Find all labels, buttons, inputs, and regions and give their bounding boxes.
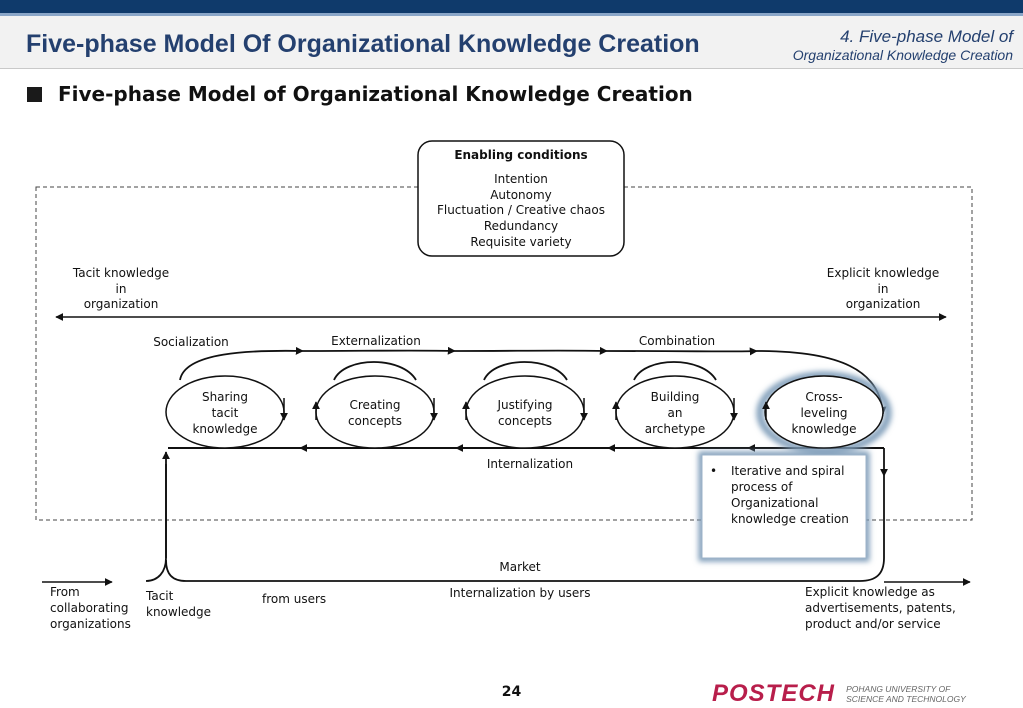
internalization-by-users-label: Internalization by users (450, 586, 591, 600)
slide-header (0, 16, 1023, 69)
market-curve-left (165, 559, 187, 582)
square-bullet-icon (27, 87, 42, 102)
page-number: 24 (501, 684, 522, 700)
market-label: Market (499, 560, 541, 574)
tacit-knowledge-label: Tacit (145, 589, 174, 603)
phase-label: Creating (349, 398, 400, 412)
socialization-label: Socialization (153, 335, 229, 349)
note-line: Iterative and spiral (731, 464, 844, 478)
enabling-item: Autonomy (490, 188, 552, 202)
organization-boundary (35, 186, 973, 521)
tacit-knowledge-label: knowledge (146, 605, 211, 619)
enabling-item: Intention (494, 172, 548, 186)
loop-arc (483, 361, 568, 381)
loop-arc (633, 361, 717, 381)
phase-label: Building (651, 390, 700, 404)
enabling-conditions-box (417, 140, 625, 257)
phase-label: tacit (212, 406, 239, 420)
note-bullet: • (710, 464, 717, 478)
internalization-label: Internalization (487, 457, 573, 471)
phase-label: an (668, 406, 683, 420)
note-line: Organizational (731, 496, 818, 510)
note-line: knowledge creation (731, 512, 849, 526)
phase-label: concepts (348, 414, 402, 428)
header-top-bar (0, 0, 1023, 13)
logo-subtitle-line: POHANG UNIVERSITY OF (846, 684, 951, 694)
enabling-item: Requisite variety (470, 235, 571, 249)
note-box (701, 454, 867, 559)
logo-subtitle-line: SCIENCE AND TECHNOLOGY (846, 694, 966, 704)
phase-label: Justifying (496, 398, 552, 412)
tacit-knowledge-connector (145, 464, 167, 582)
note-line: process of (731, 480, 793, 494)
tacit-axis-label: in (116, 282, 127, 296)
phase-label: Cross- (805, 390, 842, 404)
loop-arc (333, 361, 417, 381)
explicit-output-label: Explicit knowledge as (805, 585, 935, 599)
section-tag-line-1: 4. Five-phase Model of (840, 27, 1013, 46)
from-orgs-label: organizations (50, 617, 131, 631)
section-tag: 4. Five-phase Model of Organizational Kn… (793, 27, 1013, 65)
from-users-label: from users (262, 592, 326, 606)
market-curve-right (859, 476, 885, 582)
logo-subtitle: POHANG UNIVERSITY OF SCIENCE AND TECHNOL… (846, 684, 966, 704)
explicit-axis-label: Explicit knowledge (827, 266, 939, 280)
explicit-axis-label: in (878, 282, 889, 296)
externalization-label: Externalization (331, 334, 421, 348)
combination-label: Combination (639, 334, 715, 348)
from-orgs-label: From (50, 585, 80, 599)
phase-label: knowledge (192, 422, 257, 436)
phase-creating-concepts (315, 375, 435, 449)
phase-justifying-concepts (465, 375, 585, 449)
logo-wordmark: POSTECH (712, 680, 836, 707)
phase-cross-leveling-knowledge (764, 375, 884, 449)
phase-label: leveling (800, 406, 847, 420)
loop-arrow (179, 346, 304, 381)
tacit-axis-label: Tacit knowledge (72, 266, 169, 280)
diagram-heading: Five-phase Model of Organizational Knowl… (58, 82, 693, 106)
enabling-item: Fluctuation / Creative chaos (437, 203, 605, 217)
postech-logo: POSTECH POHANG UNIVERSITY OF SCIENCE AND… (712, 680, 966, 708)
explicit-output-label: advertisements, patents, (805, 601, 956, 615)
from-orgs-label: collaborating (50, 601, 128, 615)
section-tag-line-2: Organizational Knowledge Creation (792, 47, 1013, 63)
phase-label: knowledge (791, 422, 856, 436)
tacit-axis-label: organization (84, 297, 159, 311)
slide-title: Five-phase Model Of Organizational Knowl… (26, 30, 700, 58)
phase-label: Sharing (202, 390, 248, 404)
explicit-axis-label: organization (846, 297, 921, 311)
header-accent-bar (0, 13, 1023, 16)
phase-label: archetype (645, 422, 705, 436)
phase-label: concepts (498, 414, 552, 428)
cross-leveling-glow (756, 371, 892, 455)
enabling-conditions-heading: Enabling conditions (454, 148, 587, 162)
enabling-item: Redundancy (484, 219, 558, 233)
explicit-output-label: product and/or service (805, 617, 941, 631)
